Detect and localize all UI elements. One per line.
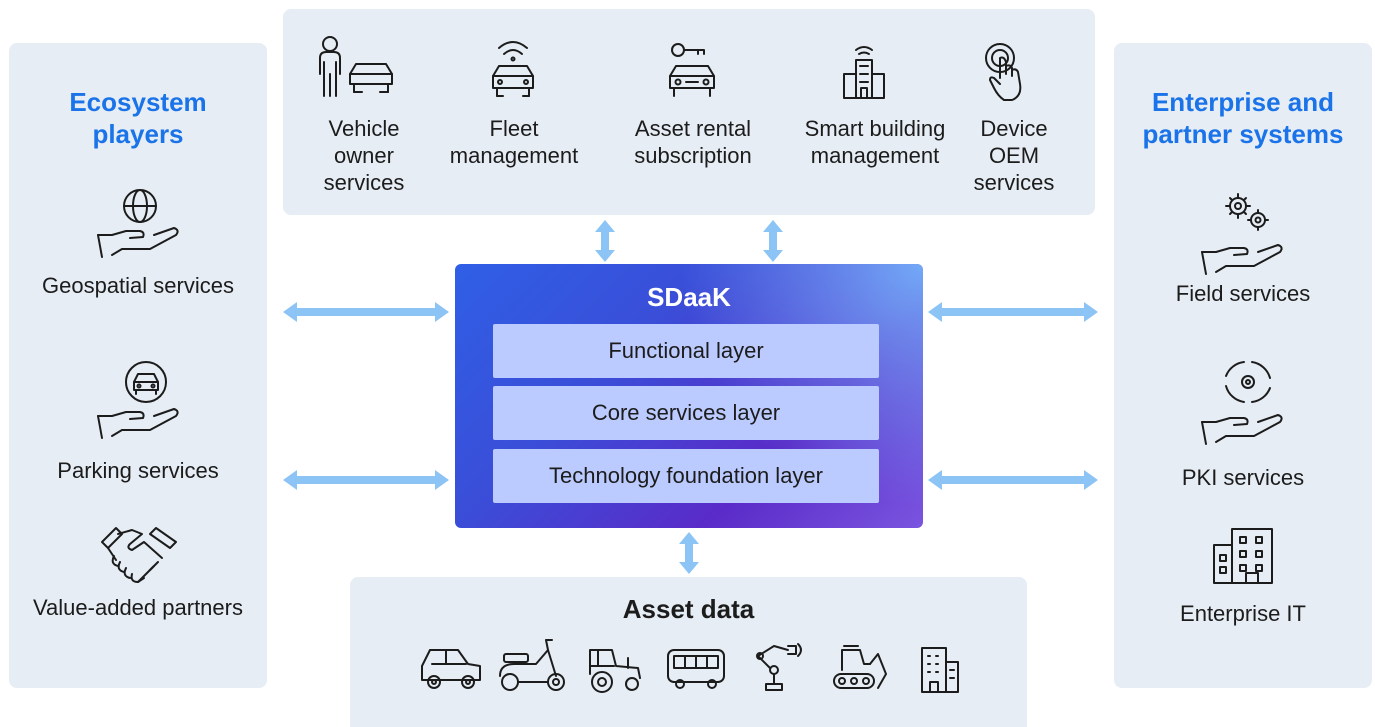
- touch-hand-icon: [982, 40, 1046, 106]
- sdaak-title: SDaaK: [647, 282, 731, 312]
- bus-icon: [664, 646, 728, 694]
- car-key-icon: [662, 38, 722, 102]
- top-panel: [283, 9, 1095, 215]
- hand-gears-icon: [1196, 190, 1288, 278]
- car-icon: [418, 640, 484, 692]
- hand-car-icon: [92, 360, 184, 444]
- left-panel-title: Ecosystem players: [69, 87, 207, 149]
- connected-car-icon: [483, 38, 543, 102]
- arrow-top-2: [761, 220, 785, 262]
- core-services-layer: Core services layer: [493, 386, 879, 440]
- functional-layer: Functional layer: [493, 324, 879, 378]
- office-building-icon: [1210, 525, 1276, 587]
- hand-globe-icon: [92, 185, 184, 265]
- left-panel: [9, 43, 267, 688]
- hand-cycle-gear-icon: [1196, 360, 1288, 448]
- bottom-panel: [350, 577, 1027, 727]
- asset-data-title: Asset data: [622, 594, 755, 624]
- person-car-icon: [314, 34, 400, 100]
- tractor-icon: [584, 644, 644, 694]
- technology-foundation-layer: Technology foundation layer: [493, 449, 879, 503]
- sdaak-platform: SDaaK Functional layer Core services lay…: [455, 264, 923, 528]
- top-item-label: Fleet management: [449, 116, 579, 168]
- scooter-icon: [496, 636, 570, 694]
- top-item-label: Asset rental subscription: [634, 116, 752, 168]
- right-item-label: Enterprise IT: [1180, 601, 1306, 626]
- handshake-icon: [98, 520, 180, 590]
- bulldozer-icon: [830, 640, 892, 696]
- top-item-label: Smart building management: [804, 116, 946, 168]
- right-panel-title: Enterprise and partner systems: [1142, 87, 1344, 149]
- right-panel: [1114, 43, 1372, 688]
- left-item-label: Value-added partners: [33, 595, 243, 620]
- building-icon: [916, 644, 964, 696]
- arrow-right-bottom: [928, 468, 1098, 492]
- right-item-label: Field services: [1175, 281, 1311, 306]
- arrow-top-1: [593, 220, 617, 262]
- arrow-left-top: [283, 300, 449, 324]
- top-item-label: Vehicle owner services: [323, 116, 405, 195]
- arrow-right-top: [928, 300, 1098, 324]
- left-item-label: Geospatial services: [42, 273, 234, 298]
- right-item-label: PKI services: [1181, 465, 1305, 490]
- top-item-label: Device OEM services: [973, 116, 1055, 195]
- connected-building-icon: [838, 42, 890, 102]
- left-item-label: Parking services: [57, 458, 219, 483]
- arrow-bottom: [677, 532, 701, 574]
- arrow-left-bottom: [283, 468, 449, 492]
- robot-arm-icon: [752, 640, 808, 696]
